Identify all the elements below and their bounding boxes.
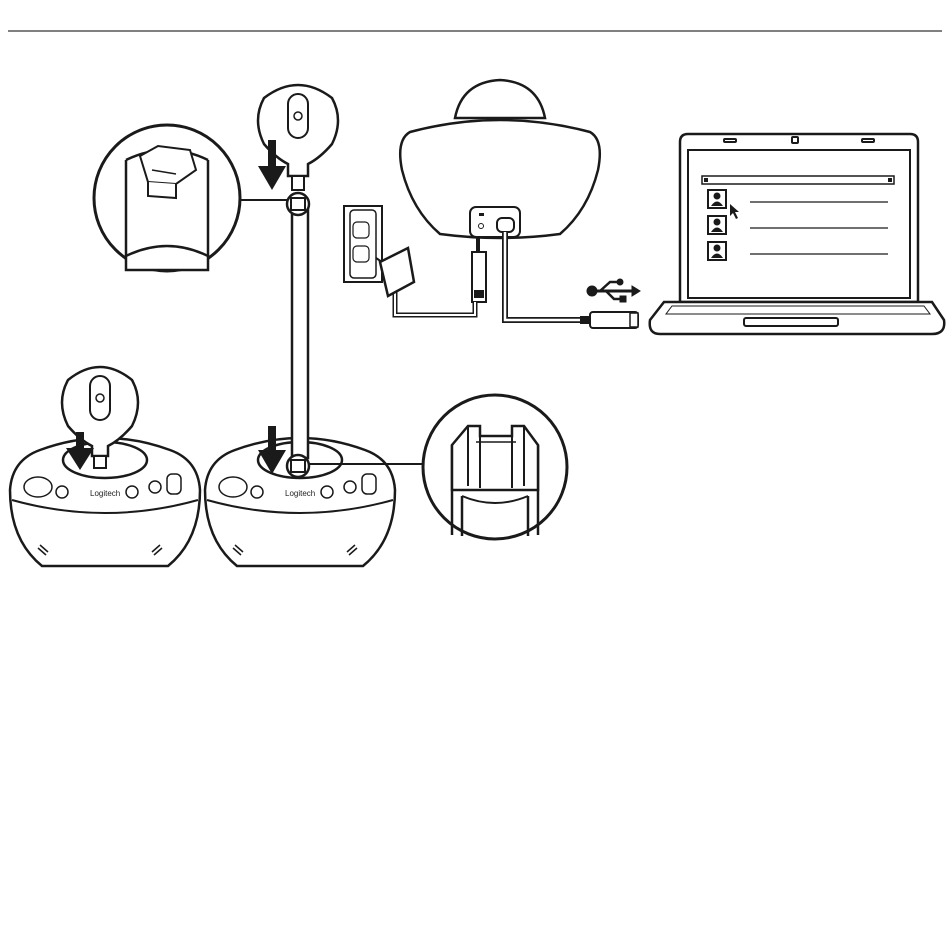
logo-text-right: Logitech: [285, 489, 315, 498]
logitech-logo-right: Logitech: [285, 489, 315, 498]
extension-pole: [287, 193, 309, 477]
camera-rear-view: [400, 80, 600, 238]
wall-outlet-icon: [344, 206, 382, 282]
logo-text-left: Logitech: [90, 489, 120, 498]
laptop: [650, 134, 945, 334]
usb-icon: [587, 279, 640, 302]
connector-detail-top: [94, 125, 240, 271]
logitech-logo-left: Logitech: [90, 489, 120, 498]
connector-detail-bottom: [423, 395, 567, 539]
